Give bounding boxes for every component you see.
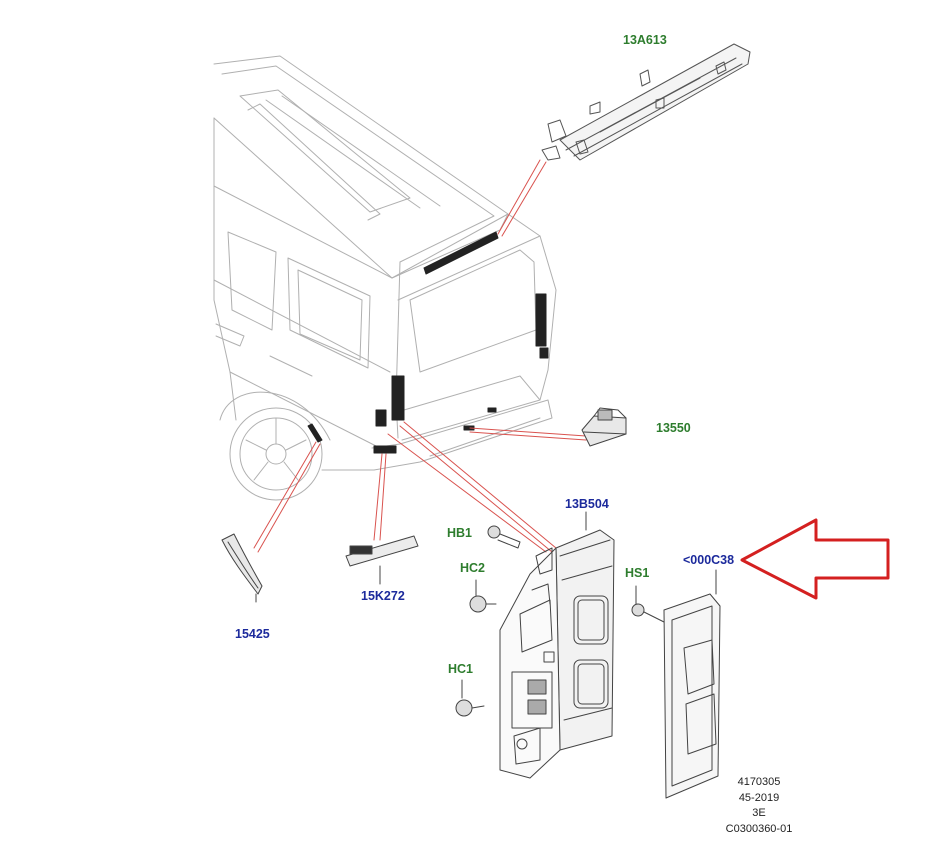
vehicle-lamp-details <box>307 231 549 454</box>
callout-13550: 13550 <box>656 421 691 435</box>
fastener-hs1 <box>631 585 665 623</box>
diagram-info-block: 4170305 45-2019 3E C0300360-01 <box>722 775 796 837</box>
callout-hb1: HB1 <box>447 526 473 540</box>
callout-hc1: HC1 <box>448 662 474 676</box>
fastener-hc2 <box>469 579 497 613</box>
highlight-arrow <box>740 518 890 600</box>
side-marker-lamp-part <box>221 533 263 603</box>
info-line-2: 45-2019 <box>738 791 780 804</box>
licence-plate-lamp-part <box>581 407 627 447</box>
fastener-hc1 <box>455 679 485 717</box>
callout-hc2: HC2 <box>460 561 486 575</box>
callout-15425: 15425 <box>235 627 270 641</box>
callout-13b504: 13B504 <box>565 497 609 511</box>
info-line-4: C0300360-01 <box>725 822 793 835</box>
rear-lamp-assembly-part <box>499 511 615 779</box>
gasket-part <box>663 569 721 799</box>
callout-15k272: 15K272 <box>361 589 405 603</box>
info-line-3: 3E <box>752 807 766 819</box>
callout-13a613: 13A613 <box>623 33 667 47</box>
callout-hs1: HS1 <box>625 566 650 580</box>
high-mount-stop-lamp-part <box>541 43 751 161</box>
reflector-part <box>345 535 419 585</box>
leader-lines <box>253 159 587 553</box>
fastener-hb1 <box>487 525 521 549</box>
info-line-1: 4170305 <box>737 776 781 788</box>
vehicle-outline <box>213 55 557 501</box>
callout-000c38: <000C38 <box>683 553 735 567</box>
